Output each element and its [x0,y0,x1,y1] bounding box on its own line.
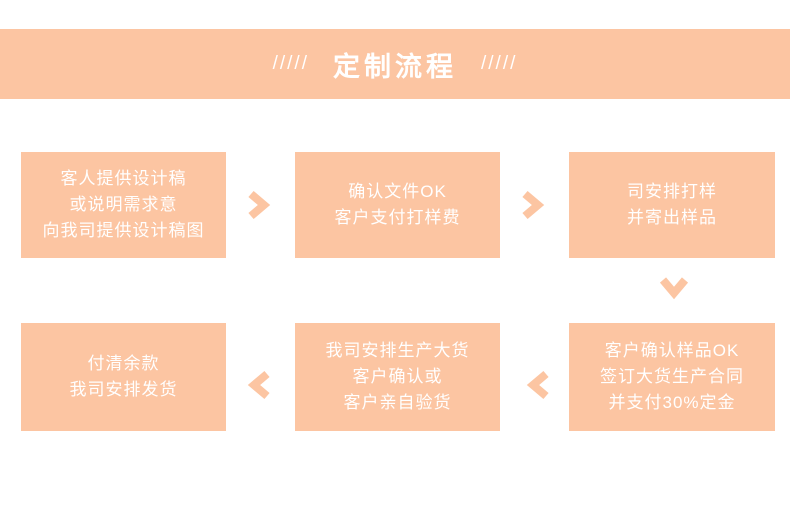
page-title: 定制流程 [333,51,457,82]
flow-step-1: 客人提供设计稿 或说明需求意 向我司提供设计稿图 [21,152,226,258]
step-text-line: 付清余款 [87,354,160,373]
arrow-down-icon [658,276,690,308]
step-text-line: 签订大货生产合同 [600,367,744,386]
step-text-line: 向我司提供设计稿图 [42,221,205,240]
step-text-line: 或说明需求意 [69,195,178,214]
step-text-line: 并寄出样品 [627,208,717,227]
flow-step-2: 确认文件OK 客户支付打样费 [295,152,500,258]
flow-step-3: 司安排打样 并寄出样品 [569,152,775,258]
flow-step-6: 付清余款 我司安排发货 [21,323,226,431]
arrow-left-icon [524,370,550,405]
step-text-line: 确认文件OK [348,182,447,201]
step-text-line: 客户亲自验货 [343,393,452,412]
step-text-line: 我司安排发货 [69,380,178,399]
decorative-slashes-right: ///// [481,53,518,74]
arrow-left-icon [245,370,271,405]
header-banner: ///// 定制流程 ///// [0,29,790,99]
flow-step-4: 客户确认样品OK 签订大货生产合同 并支付30%定金 [569,323,775,431]
decorative-slashes-left: ///// [272,53,309,74]
step-text-line: 并支付30%定金 [608,393,736,412]
step-text-line: 客人提供设计稿 [60,169,187,188]
step-text-line: 我司安排生产大货 [325,341,470,360]
step-text-line: 司安排打样 [627,182,717,201]
step-text-line: 客户确认样品OK [604,341,740,360]
arrow-right-icon [521,190,547,225]
step-text-line: 客户支付打样费 [334,208,461,227]
arrow-right-icon [247,190,273,225]
flow-step-5: 我司安排生产大货 客户确认或 客户亲自验货 [295,323,500,431]
step-text-line: 客户确认或 [352,367,443,386]
